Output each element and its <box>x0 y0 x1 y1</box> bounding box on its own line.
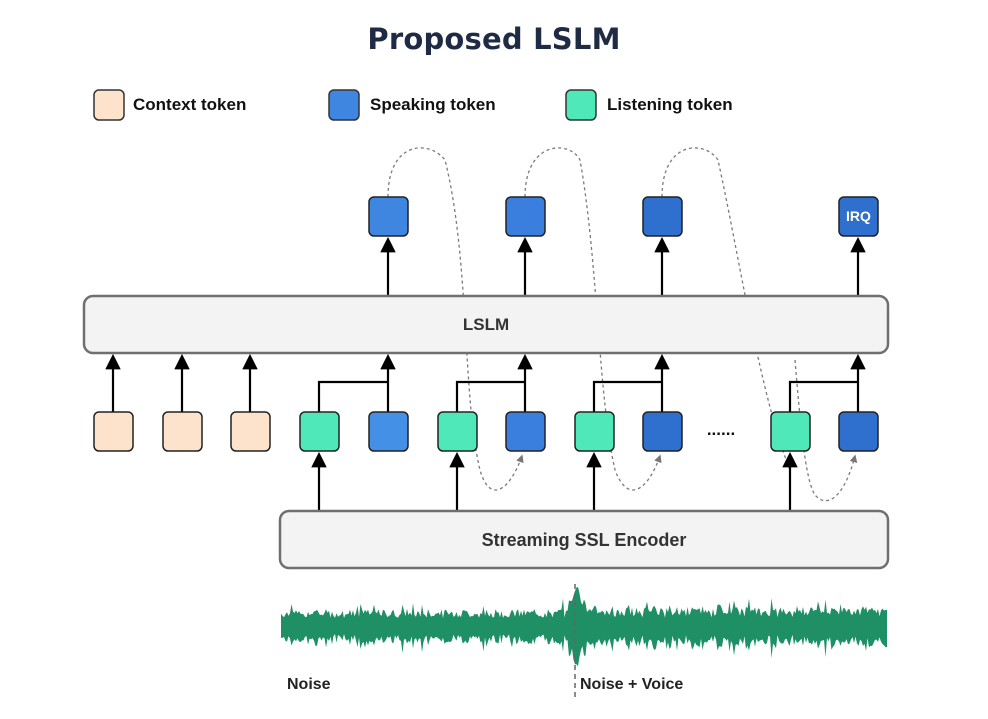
listening-token <box>574 411 615 452</box>
context-token <box>162 411 203 452</box>
encoder-block: Streaming SSL Encoder <box>278 509 890 570</box>
feedback-loop-2 <box>524 147 662 491</box>
output-irq-token <box>838 196 879 237</box>
merge-arrow-3 <box>592 380 662 412</box>
waveform: Noise Noise + Voice <box>281 584 887 700</box>
irq-label: IRQ <box>846 208 871 224</box>
merge-arrow-1 <box>317 380 388 412</box>
merge-arrow-2 <box>455 380 525 412</box>
legend-context-label: Context token <box>133 95 246 114</box>
output-speaking-token <box>368 196 409 237</box>
output-arrows <box>380 236 866 296</box>
context-token <box>230 411 271 452</box>
encoder-box <box>278 509 890 570</box>
context-token <box>93 411 134 452</box>
speaking-token <box>838 411 879 452</box>
feedback-loop-4 <box>794 359 858 502</box>
listening-token <box>437 411 478 452</box>
lslm-block: LSLM <box>82 294 890 355</box>
legend-speaking-label: Speaking token <box>370 95 496 114</box>
lslm-box <box>82 294 890 355</box>
output-speaking-token <box>505 196 546 237</box>
encoder-label: Streaming SSL Encoder <box>482 530 687 550</box>
page-title: Proposed LSLM <box>367 22 621 56</box>
encoder-arrows <box>311 451 798 511</box>
legend-listening-swatch <box>565 89 597 121</box>
speaking-token <box>368 411 409 452</box>
merge-arrow-4 <box>788 380 858 412</box>
token-ellipsis: ...... <box>707 420 735 439</box>
speaking-token <box>505 411 546 452</box>
waveform-signal <box>281 587 887 667</box>
input-tokens <box>93 411 879 452</box>
noise-label: Noise <box>287 676 331 693</box>
feedback-loop-3 <box>661 147 791 471</box>
input-arrows <box>105 353 866 412</box>
legend-context-swatch <box>93 89 125 121</box>
legend: Context token Speaking token Listening t… <box>93 89 733 121</box>
listening-token <box>770 411 811 452</box>
listening-token <box>299 411 340 452</box>
legend-speaking-swatch <box>328 89 360 121</box>
lslm-label: LSLM <box>463 315 509 334</box>
legend-listening-label: Listening token <box>607 95 733 114</box>
output-speaking-token <box>642 196 683 237</box>
noise-voice-label: Noise + Voice <box>580 676 683 693</box>
speaking-token <box>642 411 683 452</box>
output-tokens: IRQ <box>368 196 879 237</box>
